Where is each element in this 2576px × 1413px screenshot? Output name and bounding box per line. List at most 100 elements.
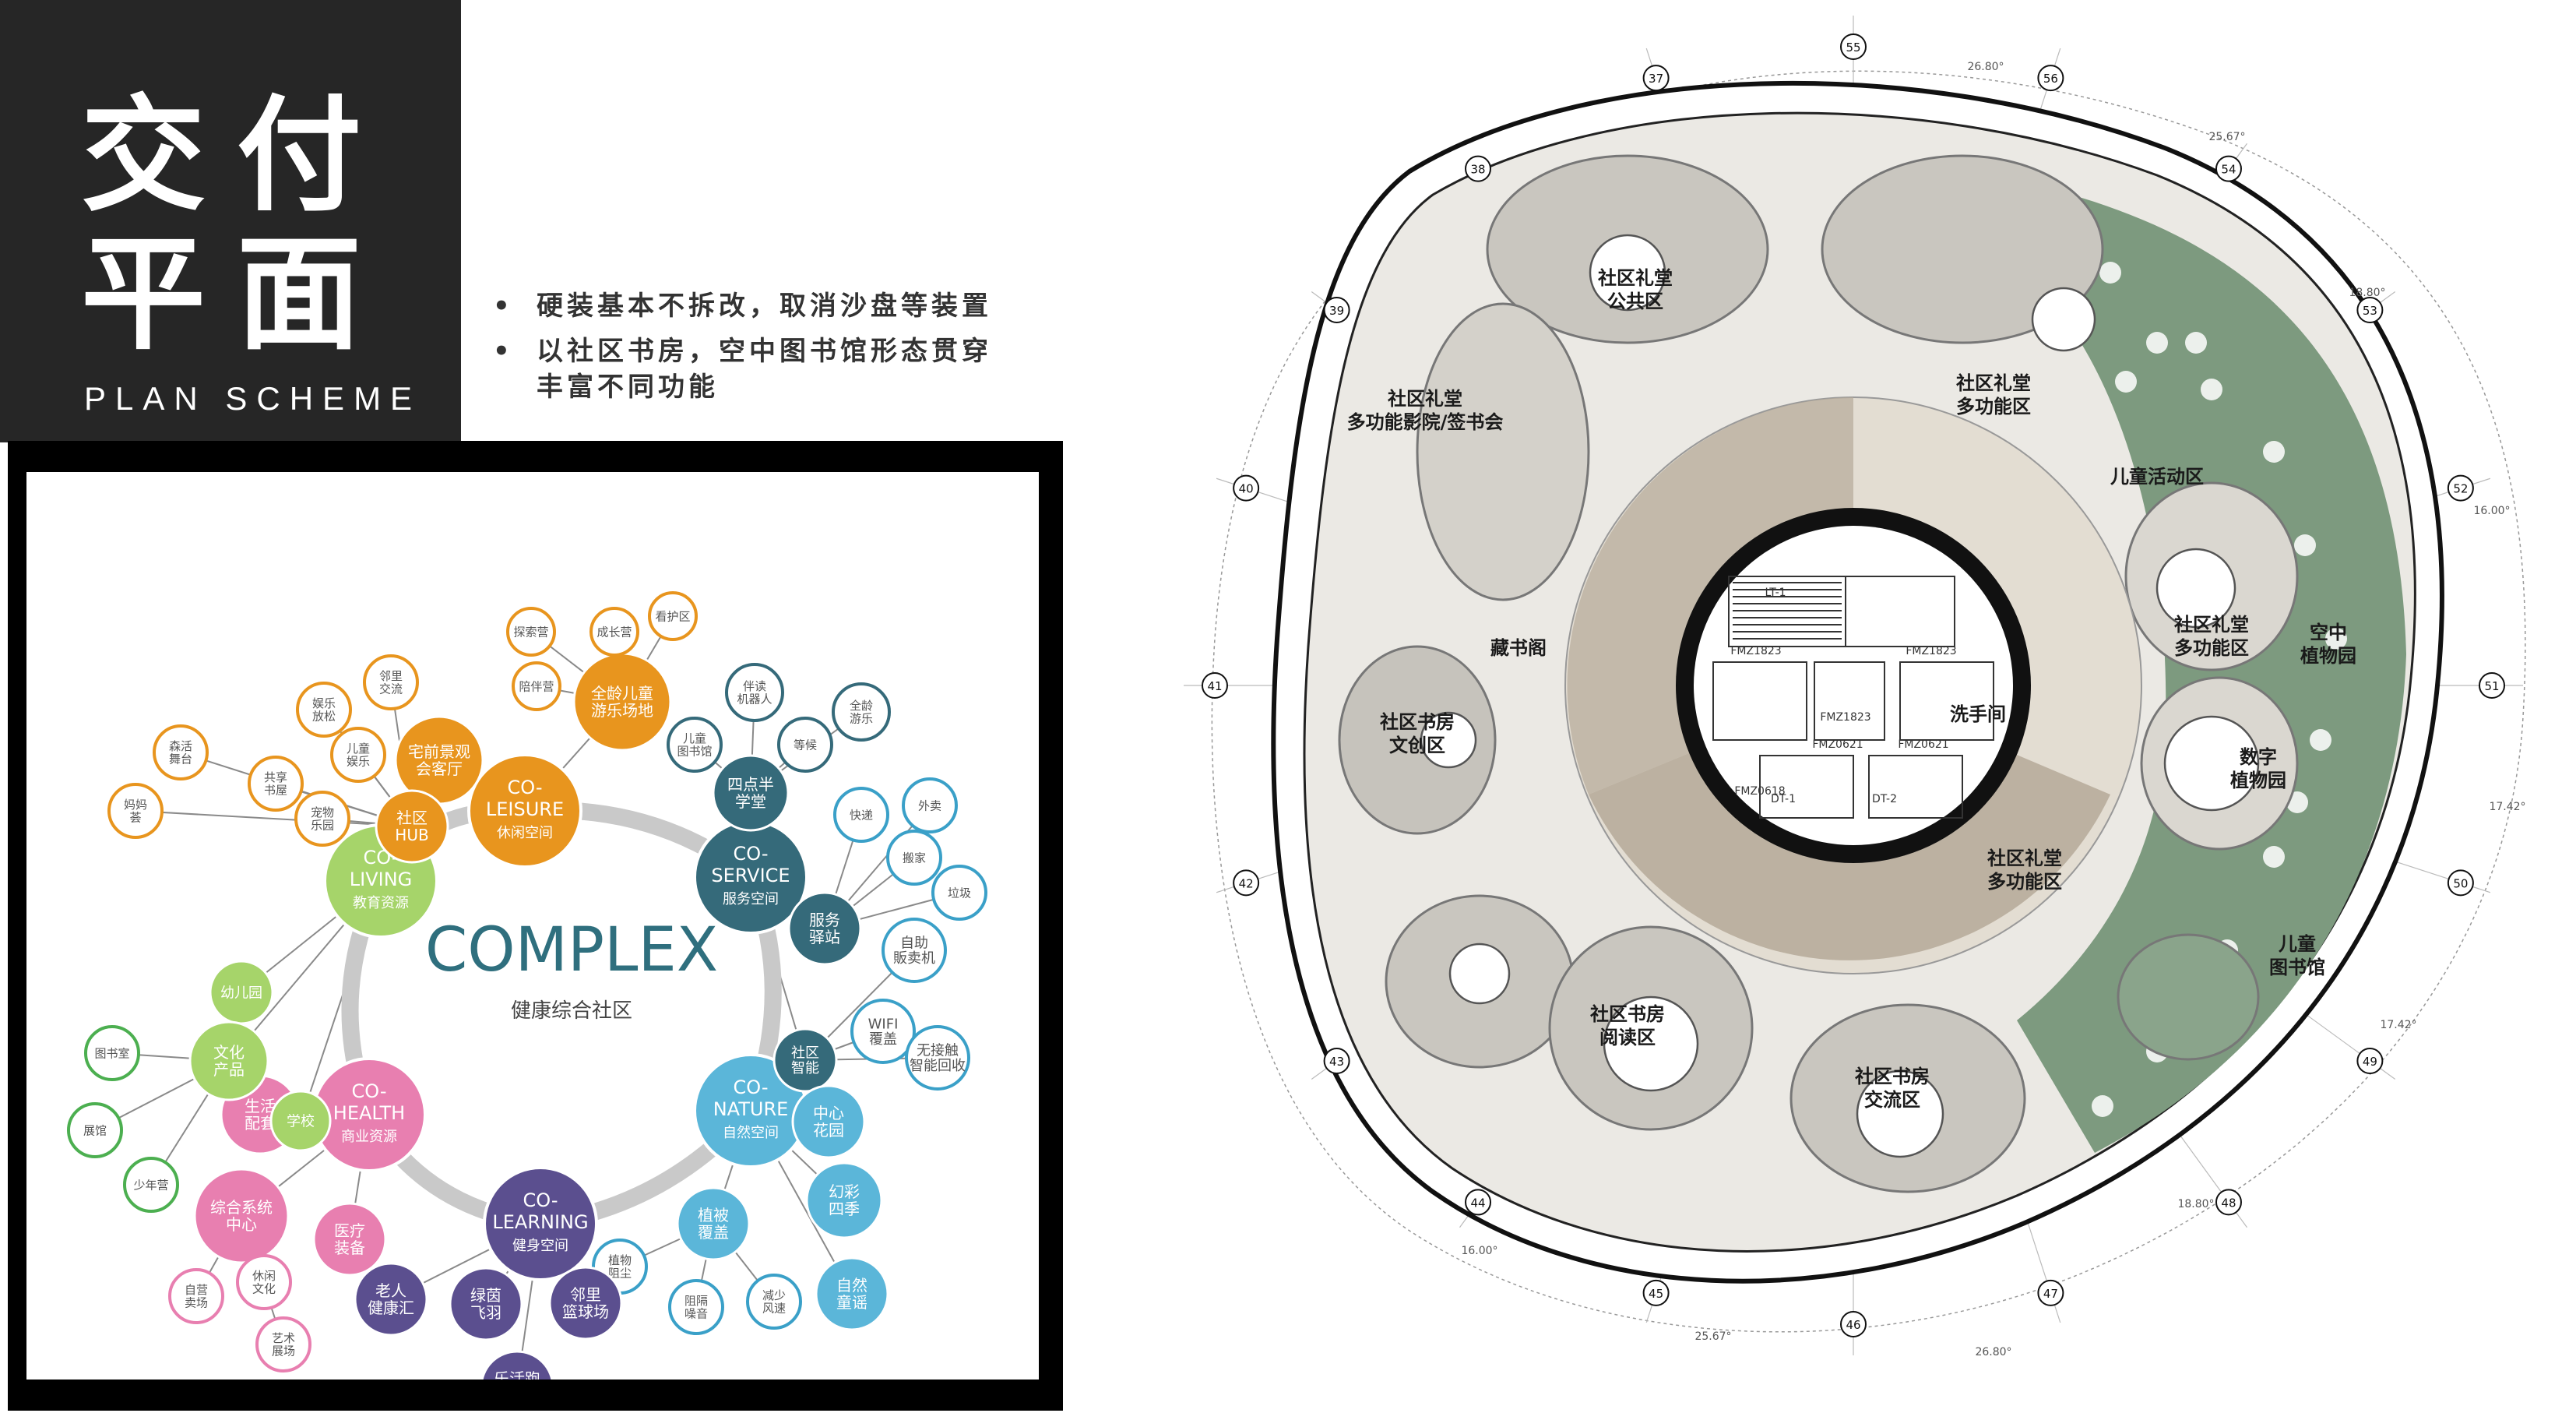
node-label: 游乐: [850, 712, 873, 726]
node-label: 中心: [226, 1215, 257, 1234]
grid-marker: 45: [1642, 1279, 1670, 1306]
room-pod: [2117, 933, 2260, 1061]
node-label: 飞羽: [470, 1303, 501, 1322]
node-label: 阻尘: [608, 1267, 632, 1281]
diagram-node: 探索营: [506, 607, 556, 657]
node-label: 儿童: [347, 742, 370, 756]
grid-marker: 42: [1233, 869, 1260, 897]
node-label: 社区: [396, 809, 428, 827]
diagram-node: 妈妈荟: [107, 783, 164, 839]
grid-marker: 47: [2037, 1279, 2064, 1306]
room-label: 社区礼堂: [2174, 614, 2249, 636]
node-label: 阻隔: [684, 1294, 708, 1308]
diagram-node: 搬家: [886, 830, 942, 886]
grid-marker: 55: [1840, 33, 1867, 60]
node-label: 游乐场地: [591, 701, 653, 720]
svg-text:41: 41: [1207, 679, 1222, 693]
room-label: 社区书房: [1380, 711, 1455, 733]
grid-marker: 46: [1840, 1311, 1867, 1337]
tree-icon: [2201, 379, 2222, 400]
round-table-icon: [1589, 234, 1666, 312]
node-label: 全龄儿童: [591, 684, 653, 703]
node-label: 少年营: [133, 1178, 168, 1192]
room-pod: [1416, 302, 1590, 601]
node-label: 社区: [791, 1045, 819, 1061]
bullet-dot-icon: •: [493, 336, 514, 367]
core-label: LT-1: [1765, 587, 1786, 599]
svg-text:38: 38: [1470, 163, 1485, 177]
node-label: 老人: [375, 1281, 406, 1300]
node-label: 四季: [829, 1200, 860, 1218]
node-label: 图书室: [94, 1046, 129, 1060]
room-label: 儿童: [2279, 933, 2316, 955]
diagram-node: 图书室: [84, 1025, 140, 1081]
grid-marker: 51: [2479, 672, 2505, 699]
node-label: 放松: [312, 710, 336, 724]
node-label: 学堂: [735, 792, 766, 811]
node-label: 邻里: [379, 669, 403, 683]
svg-text:46: 46: [1846, 1318, 1860, 1332]
node-label: 驿站: [809, 928, 840, 946]
hub-label: 服务空间: [723, 891, 779, 907]
core-label: DT-1: [1771, 793, 1796, 805]
round-table-icon: [1856, 1069, 1944, 1158]
room-label: 社区礼堂: [1956, 372, 2031, 394]
grid-marker: 38: [1465, 155, 1492, 182]
hub-label: CO-: [734, 1076, 769, 1098]
room-label: 公共区: [1607, 291, 1663, 312]
room-label: 交流区: [1864, 1089, 1920, 1111]
svg-text:37: 37: [1649, 72, 1663, 86]
tree-icon: [2146, 332, 2168, 354]
core-room: [1712, 661, 1807, 741]
tree-icon: [2115, 371, 2137, 393]
grid-marker: 44: [1465, 1189, 1492, 1216]
node-label: 篮球场: [562, 1302, 609, 1321]
grid-marker: 56: [2037, 65, 2064, 92]
hub-label: LIVING: [350, 869, 413, 890]
core-label: FMZ1823: [1820, 711, 1870, 724]
node-label: 噪音: [684, 1307, 708, 1321]
tree-icon: [2092, 1095, 2113, 1117]
node-label: 植物: [608, 1253, 632, 1267]
bullet-text: 以社区书房，空中图书馆形态贯穿: [537, 336, 992, 367]
round-table-icon: [1603, 995, 1699, 1092]
svg-text:49: 49: [2363, 1055, 2377, 1069]
node-label: 卖场: [185, 1296, 208, 1310]
node-label: 宅前景观: [408, 742, 470, 761]
node-label: 智能回收: [910, 1058, 966, 1074]
hub-label: 休闲空间: [497, 825, 553, 841]
room-label: 文创区: [1389, 735, 1445, 756]
room-label: 社区礼堂: [1598, 267, 1673, 289]
title-panel: 交付 平面 PLAN SCHEME: [0, 0, 461, 442]
hub-label: LEISURE: [486, 798, 564, 820]
diagram-link: [135, 810, 413, 827]
svg-text:50: 50: [2453, 876, 2468, 890]
core-label: FMZ1823: [1906, 645, 1956, 657]
node-label: 健康汇: [368, 1298, 414, 1317]
room-label: 多功能区: [2174, 637, 2249, 659]
svg-text:45: 45: [1649, 1287, 1663, 1301]
node-label: 智能: [791, 1060, 819, 1076]
node-label: 覆盖: [869, 1031, 897, 1048]
node-label: 绿茵: [470, 1286, 501, 1305]
node-label: 儿童: [683, 731, 706, 745]
grid-marker: 54: [2215, 155, 2242, 182]
node-label: 减少: [762, 1288, 786, 1302]
hub-label: 教育资源: [353, 895, 409, 911]
node-label: 机器人: [737, 692, 772, 706]
